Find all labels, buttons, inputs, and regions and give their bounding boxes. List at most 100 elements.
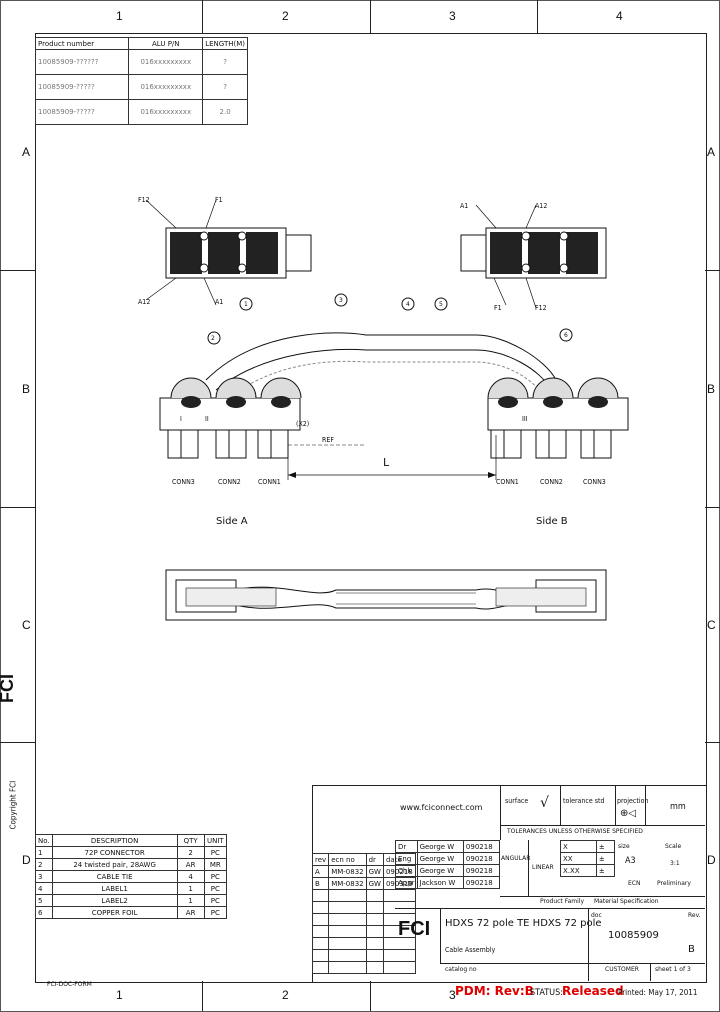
product-cell: 016xxxxxxxxx: [128, 99, 204, 125]
assembly-drawing: [145, 199, 629, 621]
status-label: STATUS:: [530, 988, 563, 998]
side-a-label: Side A: [216, 516, 248, 527]
bom-header-unit: UNIT: [203, 834, 228, 847]
zone-col-2-top: 2: [282, 9, 289, 23]
product-table-header: Product number ALU P/N LENGTH(M): [34, 37, 248, 50]
rev-cell: B: [311, 877, 330, 890]
bom-cell: 4: [35, 882, 53, 895]
rev-header-cell: rev: [311, 853, 330, 866]
bom-cell: 3: [35, 870, 53, 883]
conn-a-2: CONN2: [218, 478, 241, 486]
ecn-label: ECN: [628, 880, 641, 887]
bom-header-desc: DESCRIPTION: [51, 834, 178, 847]
product-cell: 016xxxxxxxxx: [128, 74, 204, 100]
zone-col-4-top: 4: [616, 9, 623, 23]
material-label: Material: [594, 898, 619, 905]
bom-header-qty: QTY: [176, 834, 205, 847]
drawing-title-line2: Cable Assembly: [445, 946, 496, 954]
pin-label-b-a12: A12: [535, 202, 548, 210]
table-row: X±: [560, 840, 616, 853]
zone-row-d-left: D: [22, 853, 31, 867]
status-value: Released: [562, 984, 624, 998]
tolerance-note: TOLERANCES UNLESS OTHERWISE SPECIFIED: [507, 828, 643, 835]
table-row: X.XX±: [560, 864, 616, 877]
approval-cell: George W: [416, 852, 464, 865]
bom-cell: 5: [35, 894, 53, 907]
bom-cell: 4: [176, 870, 205, 883]
table-row: [311, 937, 416, 950]
zone-col-1-bottom: 1: [116, 988, 123, 1002]
table-row: 10085909-?????? 016xxxxxxxxx ?: [34, 49, 248, 75]
conn-a-1: CONN1: [258, 478, 281, 486]
doc-label: doc: [591, 912, 602, 919]
rev-label: Rev.: [688, 912, 701, 919]
product-family-label: Product Family: [540, 898, 584, 905]
approval-cell: Dr: [395, 840, 418, 853]
table-row: 10085909-????? 016xxxxxxxxx 2.0: [34, 99, 248, 125]
roman-label: II: [205, 415, 209, 423]
roman-label: I: [180, 415, 182, 423]
approval-cell: 090218: [462, 864, 501, 877]
rev-cell: GW: [365, 865, 384, 878]
bom-cell: 2: [35, 858, 53, 871]
product-cell: 10085909-?????: [34, 74, 130, 100]
bom-footnote: FCI-DOC-FORM: [47, 981, 92, 988]
zone-row-d-right: D: [707, 853, 716, 867]
revision-value: B: [688, 944, 695, 955]
preliminary-label: Preliminary: [657, 880, 691, 887]
roman-label: III: [522, 415, 528, 423]
projection-icon: ⊕◁: [620, 808, 637, 819]
drawing-frame: [35, 33, 707, 983]
bom-cell: CABLE TIE: [51, 870, 178, 883]
surface-check-icon: √: [540, 795, 549, 811]
zone-col-2-bottom: 2: [282, 988, 289, 1002]
copyright-text: Copyright FCI: [8, 780, 18, 830]
rev-header-cell: ecn no: [328, 853, 367, 866]
table-row: [311, 949, 416, 962]
bom-cell: AR: [176, 906, 205, 919]
table-row: [311, 961, 416, 974]
zone-col-1-top: 1: [116, 9, 123, 23]
product-header-alu: ALU P/N: [128, 37, 204, 50]
balloon-label: 4: [406, 301, 410, 308]
cable-side-view: [165, 569, 607, 621]
dimension-small-label: (X2): [296, 420, 310, 428]
size-value: A3: [625, 856, 636, 866]
tolerance-table: X± XX± X.XX±: [560, 840, 616, 877]
side-b-label: Side B: [536, 516, 568, 527]
approval-cell: George W: [416, 840, 464, 853]
bom-cell: 72P CONNECTOR: [51, 846, 178, 859]
pdm-rev: PDM: Rev:B: [455, 984, 534, 998]
specification-label: Specification: [620, 898, 659, 905]
bom-cell: 24 twisted pair, 28AWG: [51, 858, 178, 871]
product-header-length: LENGTH(M): [202, 37, 248, 50]
pin-label-a-f1: F1: [215, 196, 223, 204]
connector-top-view-a: [145, 199, 312, 306]
pin-label-b-f12: F12: [535, 304, 547, 312]
reference-label: REF: [322, 436, 334, 444]
scale-label: Scale: [665, 843, 682, 850]
table-row: 10085909-????? 016xxxxxxxxx ?: [34, 74, 248, 100]
fci-logo-side: FCI: [0, 674, 17, 703]
conn-b-1: CONN1: [496, 478, 519, 486]
conn-b-2: CONN2: [540, 478, 563, 486]
rev-cell: 090319: [382, 877, 416, 890]
product-cell: ?: [202, 49, 248, 75]
pin-label-a-a12: A12: [138, 298, 151, 306]
zone-row-b-left: B: [22, 382, 31, 396]
rev-cell: MM-0832: [328, 877, 367, 890]
zone-row-a-right: A: [707, 145, 716, 159]
pin-label-a-a1: A1: [215, 298, 224, 306]
tol-cell: XX: [560, 852, 597, 865]
bom-cell: 1: [176, 882, 205, 895]
zone-row-c-right: C: [707, 618, 716, 632]
cable-front-view: [205, 332, 557, 401]
product-cell: 016xxxxxxxxx: [128, 49, 204, 75]
rev-cell: 090218: [382, 865, 416, 878]
